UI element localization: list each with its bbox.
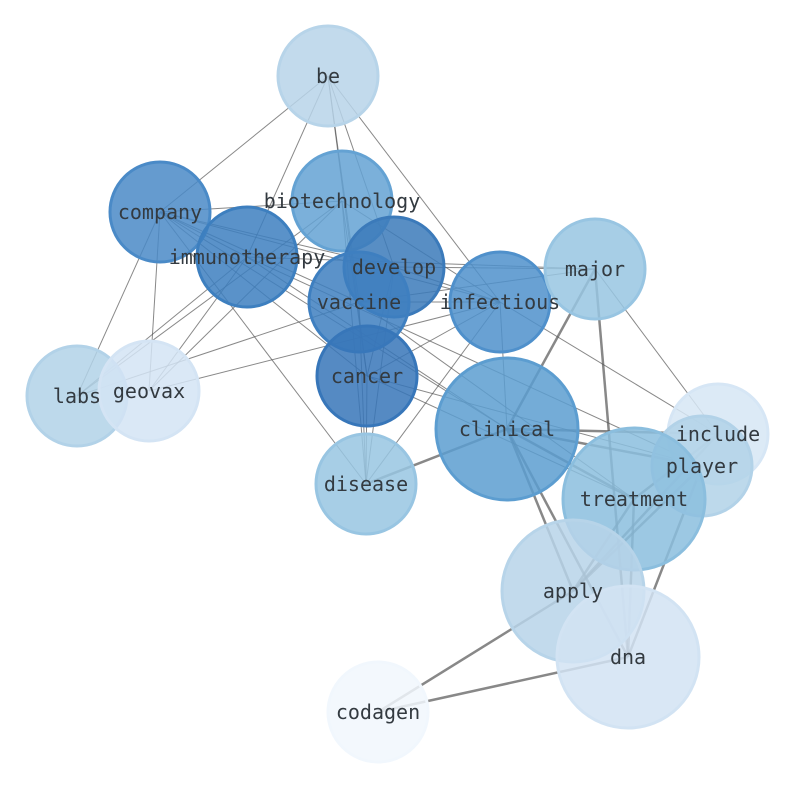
node-label-apply: apply [543,579,603,603]
node-cancer [315,324,419,428]
node-disease [314,432,418,536]
node-immunotherapy [195,205,299,309]
node-label-infectious: infectious [440,290,560,314]
node-label-disease: disease [324,472,408,496]
node-label-biotechnology: biotechnology [264,189,421,213]
node-major [543,217,647,321]
nodes-layer [25,24,770,764]
edge-company-disease [159,211,367,485]
node-label-be: be [316,64,340,88]
node-label-geovax: geovax [113,379,185,403]
node-label-company: company [118,200,202,224]
node-be [276,24,380,128]
node-codagen [326,660,430,764]
node-dna [555,584,701,730]
node-label-clinical: clinical [459,417,555,441]
node-label-immunotherapy: immunotherapy [169,245,326,269]
node-clinical [434,356,580,502]
node-label-vaccine: vaccine [317,290,401,314]
edge-infectious-geovax [148,301,501,392]
node-label-include: include [676,422,760,446]
node-label-labs: labs [53,384,101,408]
node-infectious [448,250,552,354]
node-label-codagen: codagen [336,700,420,724]
node-label-treatment: treatment [580,487,688,511]
node-company [108,160,212,264]
node-label-dna: dna [610,645,646,669]
labels-layer: be company biotechnology immunotherapy devel… [53,64,760,724]
node-label-cancer: cancer [331,364,403,388]
node-label-major: major [565,257,625,281]
node-geovax [97,339,201,443]
node-label-player: player [666,454,738,478]
node-label-develop: develop [352,255,436,279]
